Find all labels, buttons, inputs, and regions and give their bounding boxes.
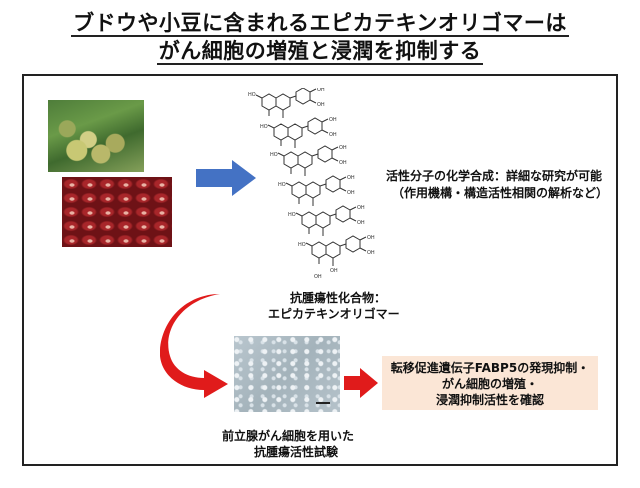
svg-text:OH: OH [367,250,375,256]
svg-text:HO: HO [288,212,296,218]
svg-text:OH: OH [367,235,375,241]
svg-text:OH: OH [317,102,325,108]
title-line-1: ブドウや小豆に含まれるエピカテキンオリゴマーは [71,11,569,37]
svg-text:OH: OH [357,205,365,211]
result-line-2: がん細胞の増殖・ [441,377,538,391]
svg-text:HO: HO [270,152,278,158]
epicatechin-oligomer-structure: HO OH OH HO OH OH HO OH OH HO OH OH HO OH OH HO OH O… [248,88,375,280]
result-line-1: 転移促進遺伝子FABP5の発現抑制・ [390,361,590,375]
assay-caption-line-2: 抗腫瘍活性試験 [254,445,339,459]
svg-text:OH: OH [329,117,337,123]
title-line-2: がん細胞の増殖と浸潤を抑制する [156,39,484,65]
result-line-3: 浸潤抑制活性を確認 [435,393,544,407]
compound-label-line-1: 抗腫瘍性化合物： [290,291,387,305]
svg-text:OH: OH [347,175,355,181]
svg-text:OH: OH [317,88,325,93]
blue-arrow-icon [196,160,256,196]
svg-text:OH: OH [339,160,347,166]
synthesis-text-line-2: （作用機構・構造活性相関の解析など） [392,186,609,200]
svg-text:HO: HO [298,242,306,248]
scale-bar [316,402,330,404]
cancer-cell-micrograph [234,336,340,412]
result-box: 転移促進遺伝子FABP5の発現抑制・ がん細胞の増殖・ 浸潤抑制活性を確認 [382,356,598,410]
svg-text:OH: OH [314,274,322,280]
svg-text:OH: OH [330,268,338,274]
diagram-frame [22,74,618,466]
grape-photo [48,100,144,172]
compound-label-line-2: エピカテキンオリゴマー [268,307,400,321]
svg-text:HO: HO [248,92,256,98]
svg-text:HO: HO [278,182,286,188]
red-curved-arrow-icon [160,294,228,398]
adzuki-bean-photo [62,177,172,247]
synthesis-text-line-1: 活性分子の化学合成：詳細な研究が可能 [386,169,603,183]
svg-text:OH: OH [347,190,355,196]
red-arrow-icon [344,368,378,398]
svg-text:OH: OH [329,132,337,138]
assay-caption-line-1: 前立腺がん細胞を用いた [222,429,355,443]
svg-text:HO: HO [260,124,268,130]
svg-text:OH: OH [357,220,365,226]
svg-text:OH: OH [339,145,347,151]
